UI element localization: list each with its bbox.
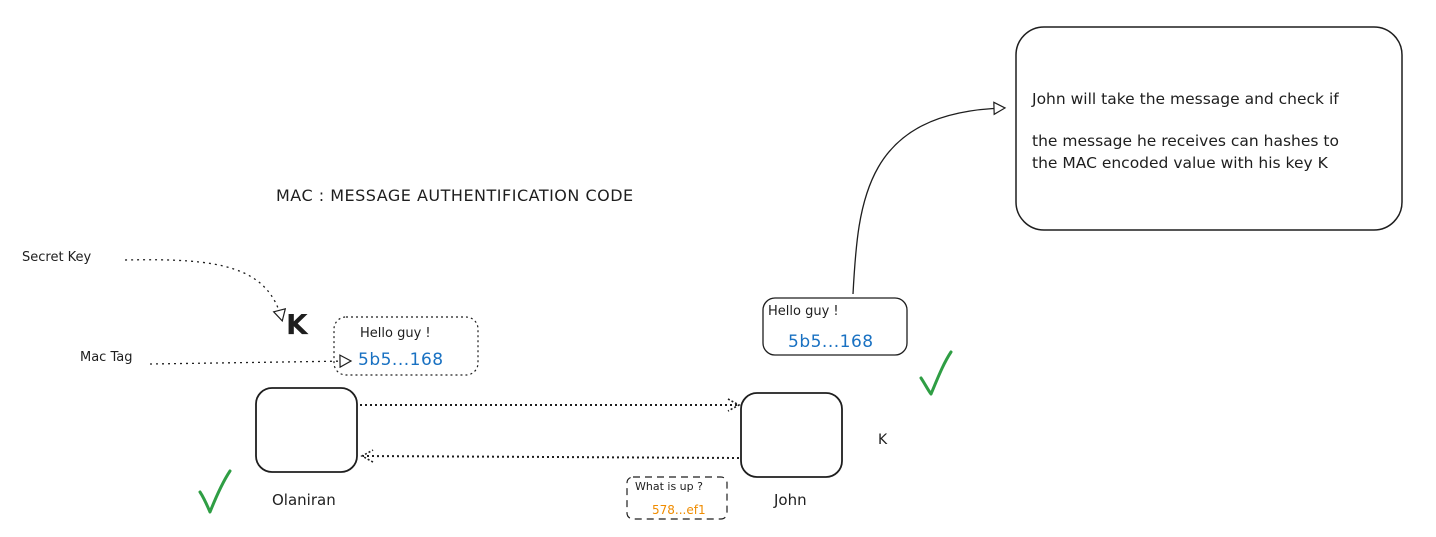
john-key-label: K <box>878 432 888 448</box>
check-icon <box>919 350 953 396</box>
mac-tag-label: Mac Tag <box>80 350 133 365</box>
sent-message-box <box>333 316 479 376</box>
note-box <box>1015 26 1403 231</box>
diagram-title: MAC : MESSAGE AUTHENTIFICATION CODE <box>276 186 634 205</box>
note-text: John will take the message and check if … <box>1032 88 1402 174</box>
john-node <box>740 392 843 478</box>
note-line: the message he receives can hashes to <box>1032 132 1339 150</box>
note-line: John will take the message and check if <box>1032 90 1339 108</box>
received-message-box <box>762 297 908 356</box>
secret-key-label: Secret Key <box>22 250 92 265</box>
reply-mac-tag: 578...ef1 <box>652 503 706 517</box>
reply-arrow <box>360 449 740 463</box>
secret-key-arrow <box>124 259 282 320</box>
key-symbol: K <box>286 308 308 341</box>
mac-tag-arrow <box>149 361 350 364</box>
olaniran-node <box>255 387 358 473</box>
sent-message-text: Hello guy ! <box>360 326 431 341</box>
received-message-text: Hello guy ! <box>768 304 839 319</box>
check-icon <box>198 469 232 514</box>
sender-label: Olaniran <box>272 491 336 509</box>
note-arrow <box>852 108 1004 295</box>
note-line: the MAC encoded value with his key K <box>1032 154 1328 172</box>
sent-mac-tag: 5b5...168 <box>358 350 444 370</box>
receiver-label: John <box>774 491 807 509</box>
reply-message-box <box>626 476 728 520</box>
received-mac-tag: 5b5...168 <box>788 332 874 352</box>
reply-message-text: What is up ? <box>635 480 703 493</box>
